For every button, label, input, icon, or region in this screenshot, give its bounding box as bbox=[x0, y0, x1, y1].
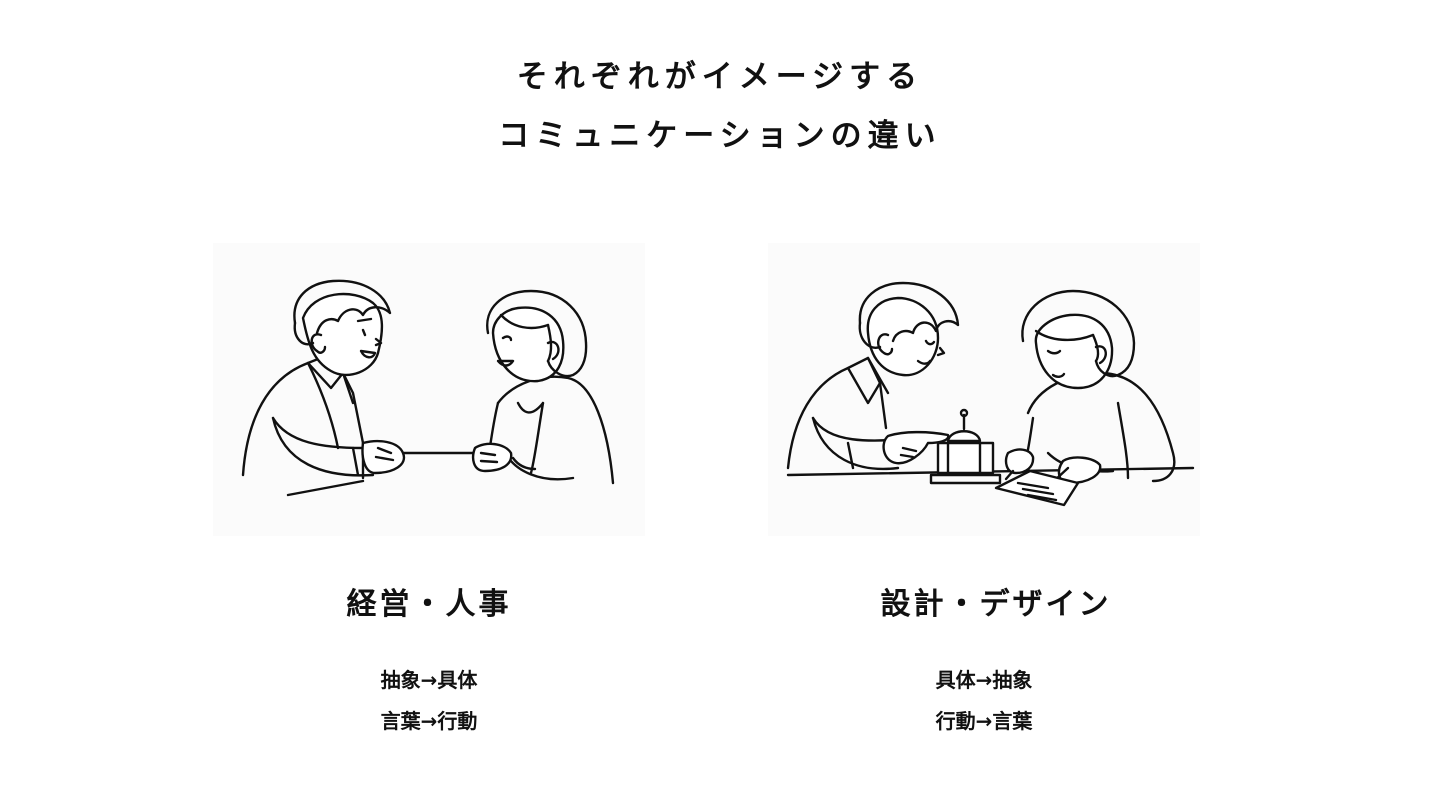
left-illustration-panel bbox=[213, 243, 645, 536]
right-illustration-panel bbox=[768, 243, 1200, 536]
right-flow-line-2: 行動→言葉 bbox=[935, 709, 1033, 733]
conversation-illustration-icon bbox=[241, 279, 615, 497]
right-flow-line-1: 具体→抽象 bbox=[935, 668, 1033, 692]
management-hr-heading: 経営・人事 bbox=[346, 587, 512, 622]
collaborative-work-illustration-icon bbox=[786, 281, 1195, 507]
left-flow-line-1: 抽象→具体 bbox=[380, 668, 478, 692]
left-flow-line-2: 言葉→行動 bbox=[380, 709, 478, 733]
page-title-line-1: それぞれがイメージする bbox=[516, 59, 924, 95]
design-heading: 設計・デザイン bbox=[880, 587, 1112, 622]
page-title-line-2: コミュニケーションの違い bbox=[498, 118, 942, 154]
